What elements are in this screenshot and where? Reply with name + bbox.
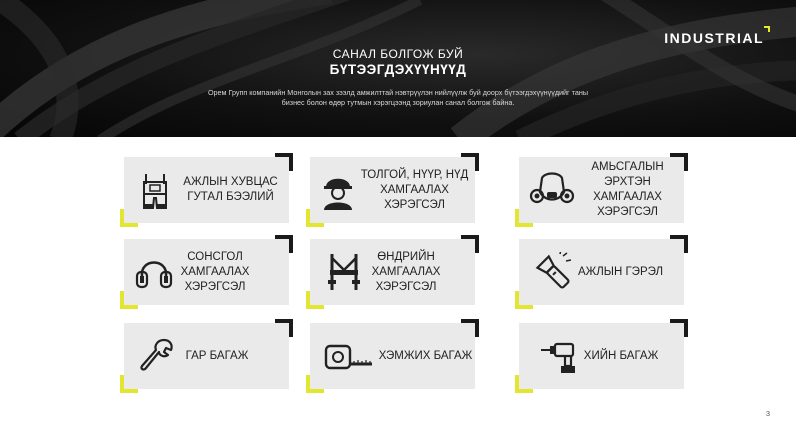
page-number: 3 <box>765 409 770 418</box>
product-label: АЖЛЫН ХУВЦАС ГУТАЛ БЭЭЛИЙ <box>183 176 278 203</box>
corner-accent-yellow <box>120 291 138 309</box>
power-drill-icon <box>541 342 575 373</box>
corner-accent-dark <box>275 153 293 171</box>
product-card-hearing[interactable]: СОНСГОЛ ХАМГААЛАХ ХЭРЭГСЭЛ <box>120 235 293 309</box>
helmet-worker-icon <box>324 178 352 210</box>
header-banner: INDUSTRIAL САНАЛ БОЛГОЖ БУЙ БҮТЭЭГДЭХҮҮН… <box>0 0 796 137</box>
product-card-head-protection[interactable]: ТОЛГОЙ, НҮҮР, НҮД ХАМГААЛАХ ХЭРЭГСЭЛ <box>306 153 479 227</box>
corner-accent-yellow <box>306 291 324 309</box>
product-label: ХЭМЖИХ БАГАЖ <box>378 349 473 362</box>
product-label: АЖЛЫН ГЭРЭЛ <box>577 265 664 278</box>
subtitle: Орем Групп компанийн Монголын зах зээлд … <box>207 88 589 107</box>
product-label: СОНСГОЛ ХАМГААЛАХ ХЭРЭГСЭЛ <box>180 250 250 293</box>
product-card-respiratory[interactable]: АМЬСГАЛЫН ЭРХТЭН ХАМГААЛАХ ХЭРЭГСЭЛ <box>515 153 688 227</box>
corner-accent-dark <box>670 235 688 253</box>
corner-accent-yellow <box>515 209 533 227</box>
product-card-workwear[interactable]: АЖЛЫН ХУВЦАС ГУТАЛ БЭЭЛИЙ <box>120 153 293 227</box>
product-card-measuring[interactable]: ХЭМЖИХ БАГАЖ <box>306 319 479 393</box>
title-line-2: БҮТЭЭГДЭХҮҮНҮҮД <box>329 62 467 77</box>
product-card-work-light[interactable]: АЖЛЫН ГЭРЭЛ <box>515 235 688 309</box>
product-label: АМЬСГАЛЫН ЭРХТЭН ХАМГААЛАХ ХЭРЭГСЭЛ <box>591 161 664 218</box>
corner-accent-dark <box>461 153 479 171</box>
corner-accent-dark <box>670 319 688 337</box>
corner-accent-yellow <box>306 375 324 393</box>
corner-accent-yellow <box>306 209 324 227</box>
product-card-fall-protection[interactable]: ӨНДРИЙН ХАМГААЛАХ ХЭРЭГСЭЛ <box>306 235 479 309</box>
corner-accent-yellow <box>120 209 138 227</box>
product-label: ГАР БАГАЖ <box>185 349 249 362</box>
corner-accent-dark <box>275 319 293 337</box>
corner-accent-dark <box>461 319 479 337</box>
respirator-icon <box>529 172 575 204</box>
corner-accent-dark <box>461 235 479 253</box>
earmuffs-icon <box>135 261 173 289</box>
wrench-icon <box>140 338 173 371</box>
corner-accent-yellow <box>120 375 138 393</box>
flashlight-icon <box>535 252 572 289</box>
tape-measure-icon <box>324 344 372 370</box>
corner-accent-yellow <box>515 375 533 393</box>
corner-accent-dark <box>670 153 688 171</box>
swirl-background <box>0 0 796 137</box>
corner-accent-yellow <box>515 291 533 309</box>
safety-harness-icon <box>328 254 360 290</box>
corner-accent-dark <box>275 235 293 253</box>
product-label: ӨНДРИЙН ХАМГААЛАХ ХЭРЭГСЭЛ <box>371 250 441 293</box>
product-label: ХИЙН БАГАЖ <box>583 349 659 362</box>
product-label: ТОЛГОЙ, НҮҮР, НҮД ХАМГААЛАХ ХЭРЭГСЭЛ <box>360 168 469 211</box>
title-line-1: САНАЛ БОЛГОЖ БУЙ <box>332 47 464 61</box>
company-logo: INDUSTRIAL <box>664 26 770 46</box>
overalls-icon <box>143 174 167 209</box>
product-card-power-tools[interactable]: ХИЙН БАГАЖ <box>515 319 688 393</box>
product-card-hand-tools[interactable]: ГАР БАГАЖ <box>120 319 293 393</box>
